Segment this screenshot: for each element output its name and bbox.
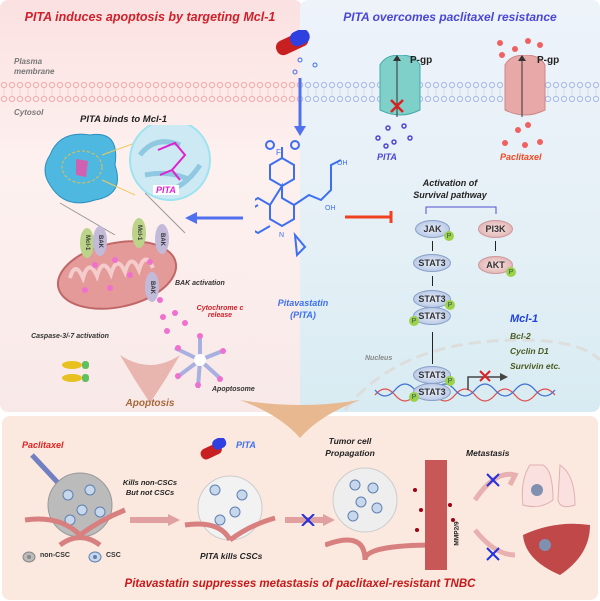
paclitaxel-label: Paclitaxel — [22, 440, 64, 450]
binds-title: PITA binds to Mcl-1 — [80, 114, 168, 125]
paclitaxel-pgp-label: Paclitaxel — [500, 152, 542, 162]
drug-name-full: Pitavastatin — [277, 298, 329, 308]
arrow — [432, 276, 433, 286]
pita-binding-label: PITA — [153, 185, 179, 195]
tumor-propagation — [325, 460, 455, 570]
noncsc-icon — [22, 551, 36, 563]
mmp-label: MMP2/9 — [453, 521, 461, 546]
svg-text:N: N — [279, 232, 284, 239]
caspase-activation-label: Caspase-3/-7 activation — [31, 333, 109, 340]
apoptosome-label: Apoptosome — [212, 386, 255, 393]
gene-mcl1: Mcl-1 — [510, 313, 539, 325]
gene-cyclin-d1: Cyclin D1 — [510, 346, 549, 356]
tumor-pita-treated — [184, 475, 276, 543]
bak-protein-active: BAK — [145, 272, 159, 302]
cytochrome-release-label: Cytochrome c release — [196, 305, 244, 319]
nucleus-label: Nucleus — [365, 355, 393, 362]
gene-bcl2: Bcl-2 — [510, 331, 531, 341]
pi3k-node: PI3K — [478, 220, 513, 238]
metastasis-organs — [472, 464, 590, 575]
stat3-dimer-bottom: STAT3 — [413, 307, 451, 325]
csc-icon — [88, 551, 102, 563]
convergence-arrow — [240, 400, 360, 438]
phospho-badge: P — [445, 376, 455, 386]
survival-pathway-title: Activation of Survival pathway — [413, 178, 487, 200]
phospho-badge: P — [444, 231, 454, 241]
nucleus — [343, 338, 600, 410]
pita-pgp-label: PITA — [377, 152, 397, 162]
tumor-paclitaxel — [24, 453, 126, 548]
kills-line1: Kills non-CSCs — [122, 478, 178, 487]
apoptosome-icon — [174, 333, 226, 389]
arrow — [432, 332, 433, 364]
apoptosis-panel — [0, 0, 302, 412]
legend-noncsc: non-CSC — [40, 552, 70, 559]
legend-csc: CSC — [106, 552, 121, 559]
gene-survivin: Survivin etc. — [510, 361, 561, 371]
drug-abbr: (PITA) — [290, 310, 316, 320]
arrow — [432, 241, 433, 251]
svg-text:OH: OH — [325, 205, 336, 212]
right-panel-title: PITA overcomes paclitaxel resistance — [343, 10, 557, 24]
plasma-membrane-label: Plasma membrane — [14, 57, 55, 76]
pgp-pump-paclitaxel — [504, 55, 546, 117]
kills-arrow — [130, 514, 180, 526]
phospho-badge: P — [409, 316, 419, 326]
pita-to-mcl1-arrow — [185, 212, 243, 224]
paclitaxel-resistance-panel — [300, 0, 600, 412]
blocked-propagation-arrow — [285, 514, 335, 526]
svg-text:OH: OH — [337, 160, 348, 167]
pgp-label: P-gp — [410, 55, 433, 66]
apoptosis-label: Apoptosis — [125, 398, 175, 409]
akt-node: AKT — [478, 256, 513, 274]
stat3-node: STAT3 — [413, 254, 451, 272]
bottom-panel-title: Pitavastatin suppresses metastasis of pa… — [124, 578, 476, 590]
caspase-icon — [62, 361, 89, 382]
mcl1-protein-bound: Mcl-1 — [132, 218, 146, 248]
left-panel-title: PITA induces apoptosis by targeting Mcl-… — [24, 10, 276, 24]
pita-pill-icon-bottom — [200, 438, 227, 460]
svg-text:F: F — [276, 148, 281, 157]
mcl1-protein: Mcl-1 — [80, 228, 94, 258]
pita-bottom-label: PITA — [236, 440, 256, 450]
inhibition-bar — [345, 211, 393, 223]
cytosol-label: Cytosol — [14, 108, 44, 117]
arrow — [495, 241, 496, 251]
pitavastatin-structure: F OH OH N — [255, 140, 348, 258]
phospho-badge: P — [409, 392, 419, 402]
pita-molecules — [375, 123, 413, 149]
bak-activation-label: BAK activation — [175, 280, 225, 287]
phospho-badge: P — [506, 267, 516, 277]
pathway-bracket — [425, 206, 497, 214]
propagation-line2: Propagation — [325, 448, 375, 458]
pita-pill-icon — [275, 30, 318, 136]
drug-name: Pitavastatin (PITA) — [268, 297, 338, 321]
bak-protein: BAK — [93, 226, 107, 256]
apoptosis-arrow — [120, 355, 180, 403]
pgp-pump-pita — [379, 55, 421, 117]
phospho-badge: P — [445, 300, 455, 310]
pita-kills-csc-label: PITA kills CSCs — [200, 551, 263, 561]
metastasis-label: Metastasis — [466, 448, 510, 458]
cytochrome-c-dots — [157, 297, 188, 334]
jak-node: JAK — [415, 220, 450, 238]
stat3-nuclear-bottom: STAT3 — [413, 383, 451, 401]
kills-line2: But not CSCs — [125, 488, 175, 497]
pgp-label-2: P-gp — [537, 55, 560, 66]
propagation-line1: Tumor cell — [328, 436, 372, 446]
bak-protein: BAK — [155, 224, 169, 254]
paclitaxel-molecules — [497, 38, 543, 148]
